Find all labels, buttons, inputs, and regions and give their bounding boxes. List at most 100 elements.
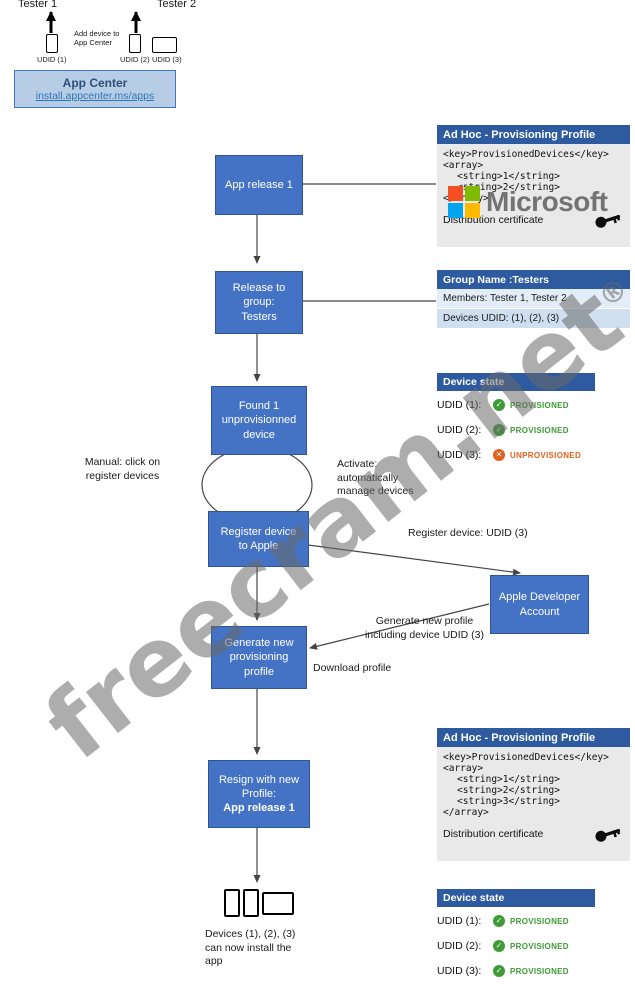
flow-found-line2: unprovisionned bbox=[221, 414, 297, 427]
check-icon: ✓ bbox=[493, 965, 505, 977]
flow-app-release-1-label: App release 1 bbox=[225, 178, 293, 191]
flow-register-device: Register device to Apple bbox=[208, 511, 309, 567]
apple-dev-line2: Account bbox=[519, 605, 560, 618]
flow-release-line1: Release to bbox=[232, 282, 286, 295]
device-state-panel-2: Device state UDID (1): ✓ PROVISIONED UDI… bbox=[437, 889, 630, 986]
flow-register-line1: Register device bbox=[220, 525, 297, 538]
flow-resign-line3: App release 1 bbox=[223, 802, 295, 815]
check-icon: ✓ bbox=[493, 915, 505, 927]
manual-label: Manual: click on register devices bbox=[70, 456, 175, 483]
register-udid3-label: Register device: UDID (3) bbox=[408, 527, 528, 539]
flow-app-release-1: App release 1 bbox=[215, 155, 303, 215]
status-badge: UNPROVISIONED bbox=[510, 450, 582, 460]
xml-array-open: <array> bbox=[443, 160, 484, 171]
ms-square-green bbox=[465, 186, 480, 201]
device-state-panel-1: Device state UDID (1): ✓ PROVISIONED UDI… bbox=[437, 373, 630, 473]
tester2-label: Tester 2 bbox=[157, 0, 197, 10]
phone-icon-udid2 bbox=[129, 34, 141, 53]
status-badge: PROVISIONED bbox=[510, 941, 569, 951]
adhoc-panel-1: Ad Hoc - Provisioning Profile <key>Provi… bbox=[437, 125, 630, 247]
device-state-1-rows: UDID (1): ✓ PROVISIONED UDID (2): ✓ PROV… bbox=[437, 398, 630, 462]
app-center-title: App Center bbox=[62, 76, 128, 90]
phone-icon-bottom-2 bbox=[243, 889, 259, 917]
udid-label: UDID (2): bbox=[437, 940, 482, 952]
xml-array-open: <array> bbox=[443, 763, 484, 774]
group-panel-title: Group Name :Testers bbox=[437, 270, 630, 289]
microsoft-logo-icon bbox=[448, 186, 480, 218]
generate-new-line2: including device UDID (3) bbox=[364, 628, 485, 641]
flow-generate-line1: Generate new bbox=[224, 637, 294, 650]
status-badge: PROVISIONED bbox=[510, 916, 569, 926]
flow-register-line2: to Apple bbox=[238, 540, 279, 552]
flow-found-unprovisioned: Found 1 unprovisionned device bbox=[211, 386, 307, 455]
xml-key-line: <key>ProvisionedDevices</key> bbox=[443, 149, 609, 160]
device-state-row: UDID (2): ✓ PROVISIONED bbox=[437, 423, 630, 437]
udid-label: UDID (1): bbox=[437, 915, 482, 927]
udid-label: UDID (2): bbox=[437, 424, 482, 436]
activate-label: Activate: automatically manage devices bbox=[337, 458, 432, 499]
device-state-2-title: Device state bbox=[437, 889, 595, 907]
check-icon: ✓ bbox=[493, 399, 505, 411]
udid2-label: UDID (2) bbox=[120, 55, 150, 64]
phone-icon-bottom-1 bbox=[224, 889, 240, 917]
device-state-row: UDID (3): ✕ UNPROVISIONED bbox=[437, 448, 630, 462]
device-state-row: UDID (2): ✓ PROVISIONED bbox=[437, 939, 630, 953]
device-state-2-rows: UDID (1): ✓ PROVISIONED UDID (2): ✓ PROV… bbox=[437, 914, 630, 978]
distribution-certificate-label: Distribution certificate bbox=[443, 828, 544, 840]
flow-found-line1: Found 1 bbox=[238, 400, 280, 413]
udid3-label: UDID (3) bbox=[152, 55, 182, 64]
activate-line3: manage devices bbox=[337, 485, 414, 498]
microsoft-logo: Microsoft bbox=[448, 186, 608, 218]
xml-string-1: <string>1</string> bbox=[457, 171, 560, 182]
device-state-row: UDID (1): ✓ PROVISIONED bbox=[437, 398, 630, 412]
app-center-box: App Center install.appcenter.ms/apps bbox=[14, 70, 176, 108]
microsoft-wordmark: Microsoft bbox=[486, 186, 608, 217]
adhoc-panel-1-body: <key>ProvisionedDevices</key> <array> <s… bbox=[437, 144, 630, 247]
phone-icon-udid1 bbox=[46, 34, 58, 53]
install-line1: Devices (1), (2), (3) bbox=[205, 928, 296, 940]
distribution-certificate-row: Distribution certificate bbox=[443, 826, 624, 842]
add-device-line2: App Center bbox=[74, 38, 112, 48]
flow-release-line2: group: bbox=[243, 296, 275, 309]
udid1-label: UDID (1) bbox=[37, 55, 67, 64]
download-profile-label: Download profile bbox=[313, 662, 392, 674]
group-members-row: Members: Tester 1, Tester 2 bbox=[437, 289, 630, 309]
flow-generate-profile: Generate new provisioning profile bbox=[211, 626, 307, 689]
arrow-register-to-apple bbox=[307, 544, 521, 576]
add-device-line1: Add device to bbox=[74, 29, 120, 38]
xml-string-2: <string>2</string> bbox=[457, 785, 560, 796]
flow-generate-line3: profile bbox=[244, 665, 274, 678]
cross-icon: ✕ bbox=[493, 449, 505, 461]
flow-resign-line1: Resign with new bbox=[218, 773, 300, 786]
app-center-link[interactable]: install.appcenter.ms/apps bbox=[35, 90, 155, 102]
ms-square-yellow bbox=[465, 203, 480, 218]
check-icon: ✓ bbox=[493, 424, 505, 436]
xml-string-2: <string>2</string> bbox=[457, 182, 560, 193]
flow-generate-line2: provisioning bbox=[229, 651, 289, 664]
add-device-note: Add device to App Center bbox=[74, 29, 124, 48]
group-devices-row: Devices UDID: (1), (2), (3) bbox=[437, 309, 630, 328]
install-note: Devices (1), (2), (3) can now install th… bbox=[205, 928, 315, 969]
install-line2: can now install the bbox=[205, 941, 292, 954]
device-state-row: UDID (1): ✓ PROVISIONED bbox=[437, 914, 630, 928]
flow-apple-developer-account: Apple Developer Account bbox=[490, 575, 589, 634]
ms-square-blue bbox=[448, 203, 463, 218]
activate-line1: Activate: bbox=[337, 458, 378, 470]
udid-label: UDID (1): bbox=[437, 399, 482, 411]
flow-resign-profile: Resign with new Profile: App release 1 bbox=[208, 760, 310, 828]
tablet-icon-bottom bbox=[262, 892, 294, 915]
status-badge: PROVISIONED bbox=[510, 966, 569, 976]
device-state-1-title: Device state bbox=[437, 373, 595, 391]
device-state-row: UDID (3): ✓ PROVISIONED bbox=[437, 964, 630, 978]
generate-new-profile-label: Generate new profile including device UD… bbox=[352, 615, 497, 642]
adhoc-panel-2-body: <key>ProvisionedDevices</key> <array> <s… bbox=[437, 747, 630, 861]
apple-dev-line1: Apple Developer bbox=[498, 591, 581, 604]
udid-label: UDID (3): bbox=[437, 965, 482, 977]
udid-label: UDID (3): bbox=[437, 449, 482, 461]
key-icon bbox=[595, 828, 621, 842]
arrow-apple-to-generate bbox=[309, 603, 490, 650]
generate-new-line1: Generate new profile bbox=[375, 615, 474, 627]
adhoc-panel-1-title: Ad Hoc - Provisioning Profile bbox=[437, 125, 630, 144]
check-icon: ✓ bbox=[493, 940, 505, 952]
